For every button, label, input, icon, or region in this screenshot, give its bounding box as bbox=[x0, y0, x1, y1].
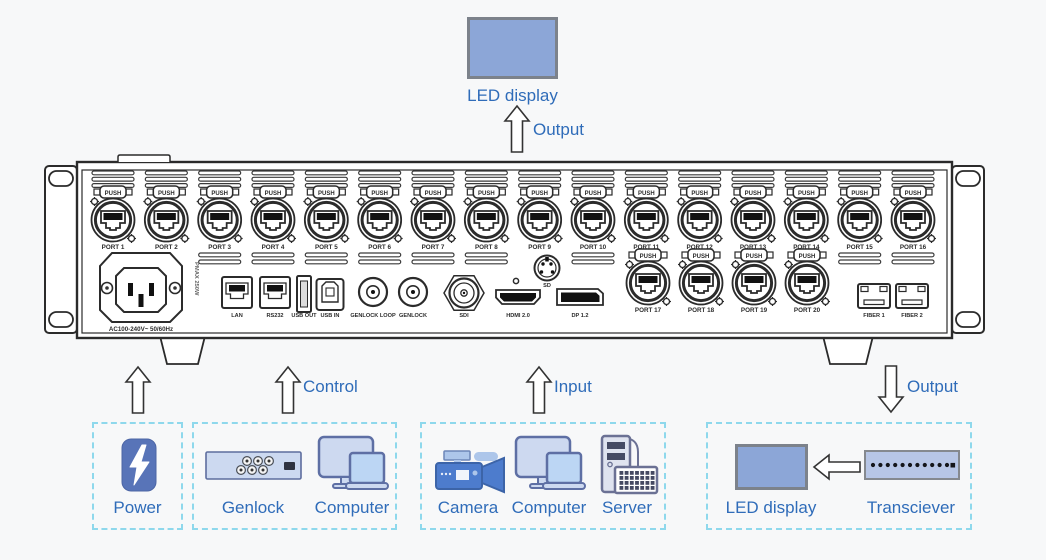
output-flow-label: Output bbox=[907, 377, 959, 396]
top-output-label: Output bbox=[533, 120, 585, 139]
svg-text:PUSH: PUSH bbox=[693, 254, 710, 260]
control-computer-label: Computer bbox=[314, 498, 390, 517]
svg-text:PUSH: PUSH bbox=[851, 191, 868, 197]
arrow-up-icon bbox=[503, 104, 531, 153]
svg-text:FIBER 1: FIBER 1 bbox=[863, 313, 884, 319]
control-group-box: Genlock Computer bbox=[192, 422, 397, 530]
svg-text:PORT 12: PORT 12 bbox=[687, 244, 714, 251]
input-flow-label: Input bbox=[554, 377, 592, 396]
svg-text:PORT 4: PORT 4 bbox=[262, 244, 285, 251]
power-label: Power bbox=[113, 498, 162, 517]
svg-text:PUSH: PUSH bbox=[640, 254, 657, 260]
input-group-box: Camera Computer Server bbox=[420, 422, 666, 530]
svg-text:PORT 18: PORT 18 bbox=[688, 307, 715, 314]
svg-text:PUSH: PUSH bbox=[158, 191, 175, 197]
svg-text:PUSH: PUSH bbox=[798, 191, 815, 197]
svg-text:PORT 1: PORT 1 bbox=[102, 244, 125, 251]
svg-text:PUSH: PUSH bbox=[691, 191, 708, 197]
svg-text:PORT 8: PORT 8 bbox=[475, 244, 498, 251]
svg-text:FIBER 2: FIBER 2 bbox=[901, 313, 922, 319]
svg-text:PORT 17: PORT 17 bbox=[635, 307, 662, 314]
svg-text:PUSH: PUSH bbox=[105, 191, 122, 197]
server-label: Server bbox=[601, 498, 653, 517]
control-arrow-up-icon bbox=[274, 365, 302, 414]
power-icon bbox=[121, 438, 157, 492]
svg-text:PORT 20: PORT 20 bbox=[794, 307, 821, 314]
svg-text:PUSH: PUSH bbox=[905, 191, 922, 197]
svg-text:PORT 7: PORT 7 bbox=[422, 244, 445, 251]
output-led-display-label: LED display bbox=[725, 498, 817, 517]
svg-text:AC100-240V~ 50/60Hz: AC100-240V~ 50/60Hz bbox=[109, 326, 173, 333]
svg-text:PUSH: PUSH bbox=[478, 191, 495, 197]
svg-text:SDI: SDI bbox=[459, 313, 469, 319]
svg-text:PORT 6: PORT 6 bbox=[368, 244, 391, 251]
svg-text:PORT 15: PORT 15 bbox=[847, 244, 874, 251]
computer-icon bbox=[514, 435, 586, 490]
arrow-left-icon bbox=[812, 453, 861, 481]
server-icon bbox=[600, 434, 659, 495]
genlock-label: Genlock bbox=[221, 498, 285, 517]
power-arrow-up-icon bbox=[124, 365, 152, 414]
power-group-box: Power bbox=[92, 422, 183, 530]
transceiver-icon bbox=[864, 450, 960, 480]
led-display-top-label: LED display bbox=[467, 86, 558, 105]
svg-text:PUSH: PUSH bbox=[425, 191, 442, 197]
svg-text:PORT 9: PORT 9 bbox=[528, 244, 551, 251]
svg-text:PUSH: PUSH bbox=[638, 191, 655, 197]
svg-text:PORT 10: PORT 10 bbox=[580, 244, 607, 251]
svg-text:PORT 19: PORT 19 bbox=[741, 307, 768, 314]
svg-text:PORT 14: PORT 14 bbox=[793, 244, 820, 251]
svg-text:PORT 16: PORT 16 bbox=[900, 244, 927, 251]
svg-text:USB OUT: USB OUT bbox=[291, 313, 317, 319]
svg-text:PMAX 250W: PMAX 250W bbox=[193, 262, 199, 296]
svg-text:PORT 2: PORT 2 bbox=[155, 244, 178, 251]
svg-text:DP 1.2: DP 1.2 bbox=[572, 313, 589, 319]
svg-text:PORT 5: PORT 5 bbox=[315, 244, 338, 251]
input-arrow-up-icon bbox=[525, 365, 553, 414]
led-display-top-icon bbox=[467, 17, 558, 79]
svg-text:LAN: LAN bbox=[231, 313, 243, 319]
svg-text:PUSH: PUSH bbox=[745, 191, 762, 197]
output-group-box: LED display Transciever bbox=[706, 422, 972, 530]
input-computer-label: Computer bbox=[511, 498, 587, 517]
svg-text:PUSH: PUSH bbox=[799, 254, 816, 260]
svg-text:PUSH: PUSH bbox=[371, 191, 388, 197]
led-display-icon bbox=[735, 444, 808, 490]
transceiver-label: Transciever bbox=[866, 498, 956, 517]
svg-text:PUSH: PUSH bbox=[211, 191, 228, 197]
camera-label: Camera bbox=[437, 498, 499, 517]
output-arrow-down-icon bbox=[877, 365, 905, 414]
genlock-device-icon bbox=[205, 451, 302, 480]
svg-text:GENLOCK LOOP: GENLOCK LOOP bbox=[350, 313, 396, 319]
svg-text:RS232: RS232 bbox=[266, 313, 283, 319]
camera-icon bbox=[435, 450, 505, 494]
control-flow-label: Control bbox=[303, 377, 358, 396]
svg-text:USB IN: USB IN bbox=[321, 313, 340, 319]
svg-text:SD: SD bbox=[543, 283, 551, 289]
svg-text:PORT 13: PORT 13 bbox=[740, 244, 767, 251]
svg-text:GENLOCK: GENLOCK bbox=[399, 313, 427, 319]
svg-text:PORT 3: PORT 3 bbox=[208, 244, 231, 251]
svg-text:PUSH: PUSH bbox=[265, 191, 282, 197]
svg-text:PUSH: PUSH bbox=[585, 191, 602, 197]
svg-text:PUSH: PUSH bbox=[531, 191, 548, 197]
svg-text:PUSH: PUSH bbox=[318, 191, 335, 197]
svg-text:PUSH: PUSH bbox=[746, 254, 763, 260]
computer-icon bbox=[317, 435, 389, 490]
svg-text:HDMI 2.0: HDMI 2.0 bbox=[506, 313, 530, 319]
svg-text:PORT 11: PORT 11 bbox=[633, 244, 659, 251]
